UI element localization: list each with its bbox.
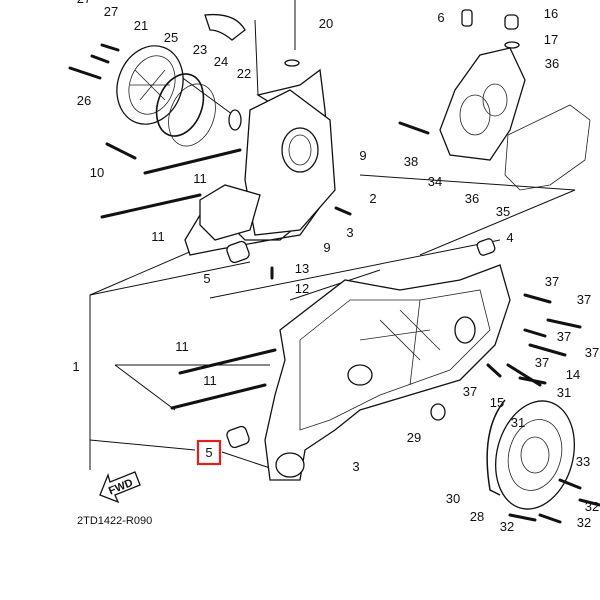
callout-label: 13 (295, 261, 309, 276)
crankcase-cover-left (116, 0, 300, 147)
callout-label: 30 (446, 491, 460, 506)
callout-label: 11 (193, 171, 207, 186)
callout-label: 17 (544, 32, 558, 47)
callout-label: 5 (203, 271, 210, 286)
callout-label: 15 (490, 395, 504, 410)
callout-label: 14 (566, 367, 580, 382)
callout-label: 27 (104, 4, 118, 19)
callout-label: 34 (428, 174, 442, 189)
callout-label: 37 (577, 292, 591, 307)
callout-label: 3 (352, 459, 359, 474)
callout-label: 3 (346, 225, 353, 240)
callout-label: 11 (175, 339, 189, 354)
generator-cover (486, 399, 576, 510)
callout-label: 12 (295, 281, 309, 296)
callout-label: 29 (407, 430, 421, 445)
callout-label: 21 (134, 18, 148, 33)
callout-label: 27 (77, 0, 91, 6)
callout-label: 11 (203, 373, 217, 388)
callout-label: 32 (577, 515, 591, 530)
callout-label: 31 (511, 415, 525, 430)
callout-label: 1 (72, 359, 79, 374)
highlight-box (196, 439, 222, 466)
callout-label: 9 (359, 148, 366, 163)
callout-label: 37 (585, 345, 599, 360)
callout-label-highlighted[interactable]: 5 (205, 445, 212, 460)
callout-labels: 27 27 21 25 23 24 22 20 26 10 11 11 9 2 … (72, 0, 599, 534)
callout-label: 37 (545, 274, 559, 289)
callout-label: 38 (404, 154, 418, 169)
callout-label: 36 (545, 56, 559, 71)
callout-label: 25 (164, 30, 178, 45)
callout-label: 9 (323, 240, 330, 255)
callout-label: 33 (576, 454, 590, 469)
callout-label: 37 (535, 355, 549, 370)
callout-label: 24 (214, 54, 228, 69)
bolts (68, 43, 600, 524)
fwd-arrow: FWD (99, 471, 141, 504)
callout-label: 10 (90, 165, 104, 180)
callout-label: 36 (465, 191, 479, 206)
callout-label: 37 (463, 384, 477, 399)
callout-label: 37 (557, 329, 571, 344)
crankcase-left-half (226, 238, 511, 481)
crankcase-right-half (184, 68, 336, 256)
callout-label: 6 (437, 10, 444, 25)
callout-label: 35 (496, 204, 510, 219)
callout-label: 20 (319, 16, 333, 31)
callout-label: 28 (470, 509, 484, 524)
callout-label: 32 (500, 519, 514, 534)
callout-label: 31 (557, 385, 571, 400)
callout-label: 11 (151, 229, 165, 244)
callout-label: 16 (544, 6, 558, 21)
callout-label: 32 (585, 499, 599, 514)
callout-label: 23 (193, 42, 207, 57)
callout-label: 26 (77, 93, 91, 108)
fwd-label: FWD (107, 477, 135, 498)
transmission-cover (439, 9, 591, 191)
diagram-code: 2TD1422-R090 (77, 515, 152, 527)
callout-label: 2 (369, 191, 376, 206)
callout-label: 4 (506, 230, 513, 245)
callout-label: 22 (237, 66, 251, 81)
